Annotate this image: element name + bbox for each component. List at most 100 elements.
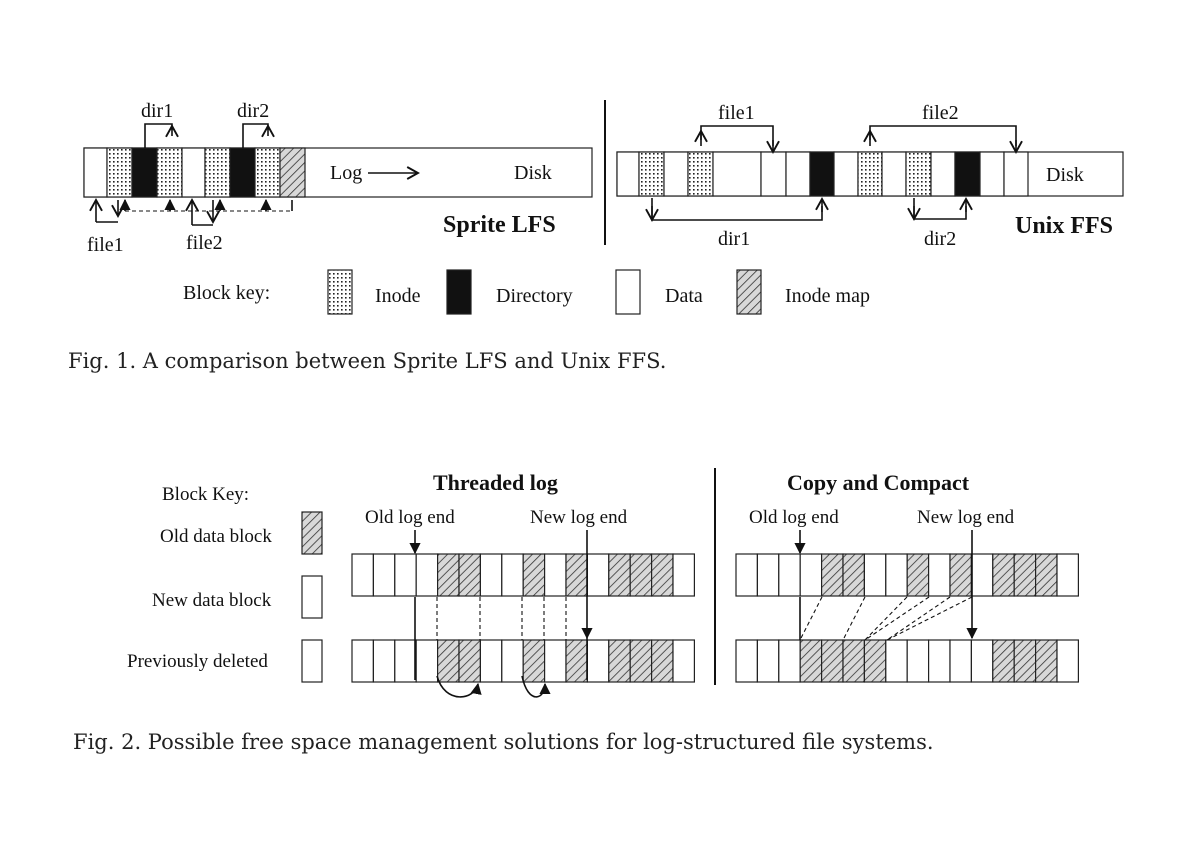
data-block <box>415 553 439 597</box>
key-inode-map-swatch <box>736 269 762 315</box>
old-data-block <box>1034 639 1058 683</box>
data-block <box>672 639 695 683</box>
ffs-data-block <box>979 151 1005 197</box>
ffs-file2-label: file2 <box>922 102 959 124</box>
lfs-dir2-label: dir2 <box>237 100 269 122</box>
lfs-dir1-label: dir1 <box>141 100 173 122</box>
key-data-label: Data <box>665 285 703 307</box>
ffs-file2-pointer <box>869 125 1017 146</box>
copy-compact-diagram: Copy and Compact Old log end New log end <box>735 470 1079 683</box>
ffs-inode-block <box>638 151 665 197</box>
key-inode-swatch <box>327 269 353 315</box>
key-directory-swatch <box>446 269 472 315</box>
data-block <box>970 553 994 597</box>
data-block <box>415 639 439 683</box>
old-data-block <box>437 639 460 683</box>
key-prev-deleted-label: Previously deleted <box>127 651 268 672</box>
threaded-dashed-links <box>436 597 567 640</box>
old-data-block <box>565 639 588 683</box>
old-data-block <box>629 553 653 597</box>
data-block <box>543 639 567 683</box>
copy-after-row <box>735 639 1079 683</box>
fig2-caption: Fig. 2. Possible free space management s… <box>73 730 934 754</box>
key-old-data-swatch <box>301 511 323 555</box>
old-data-block <box>650 553 674 597</box>
key-inode-label: Inode <box>375 285 421 307</box>
data-block <box>394 639 417 683</box>
unix-ffs-diagram: Disk file1 file2 dir1 dir2 Unix FFS <box>616 102 1124 250</box>
old-data-block <box>458 639 481 683</box>
lfs-inode-map-block <box>279 147 306 198</box>
data-block <box>949 639 972 683</box>
lfs-inode-block <box>254 147 281 198</box>
ffs-title: Unix FFS <box>1015 213 1113 239</box>
data-block <box>586 553 610 597</box>
old-data-block <box>992 639 1015 683</box>
lfs-directory-block <box>229 147 256 198</box>
data-block <box>756 639 780 683</box>
old-data-block <box>458 553 481 597</box>
key-data-swatch <box>615 269 641 315</box>
data-block <box>927 553 951 597</box>
key-new-data-label: New data block <box>152 590 272 611</box>
ffs-file1-label: file1 <box>718 102 755 124</box>
data-block <box>970 639 994 683</box>
data-block <box>778 553 801 597</box>
old-data-block <box>820 639 844 683</box>
ffs-dir2-label: dir2 <box>924 228 956 250</box>
fig2-key-label: Block Key: <box>162 484 249 505</box>
threaded-log-diagram: Threaded log Old log end New log end <box>351 470 695 698</box>
data-block <box>778 639 801 683</box>
data-block <box>885 553 908 597</box>
copy-dashed-links <box>799 596 973 641</box>
threaded-thread-link-2 <box>521 675 551 698</box>
old-data-block <box>949 553 972 597</box>
copy-old-end-label: Old log end <box>749 507 839 528</box>
ffs-directory-block <box>954 151 981 197</box>
data-block <box>885 639 908 683</box>
ffs-data-block <box>930 151 956 197</box>
ffs-disk-label: Disk <box>1046 164 1084 186</box>
data-block <box>479 553 503 597</box>
ffs-dir1-label: dir1 <box>718 228 750 250</box>
data-block <box>501 639 524 683</box>
data-block <box>756 553 780 597</box>
ffs-data-block <box>833 151 859 197</box>
old-data-block <box>1013 553 1037 597</box>
old-data-block <box>522 639 546 683</box>
ffs-data-block <box>785 151 811 197</box>
lfs-data-block <box>83 147 108 198</box>
data-block <box>586 639 610 683</box>
data-block <box>735 639 758 683</box>
old-data-block <box>1013 639 1037 683</box>
old-data-block <box>608 639 631 683</box>
lfs-inode-block <box>156 147 183 198</box>
threaded-old-end-label: Old log end <box>365 507 455 528</box>
fig1-block-key: Block key: Inode Directory Data Inode ma… <box>183 269 870 315</box>
lfs-file2-label: file2 <box>186 232 223 254</box>
threaded-thread-link-1 <box>436 675 482 698</box>
lfs-inode-block <box>106 147 133 198</box>
ffs-data-block <box>663 151 689 197</box>
key-inode-map-label: Inode map <box>785 285 870 307</box>
lfs-data-block <box>181 147 206 198</box>
fig2-block-key: Block Key: Old data block New data block… <box>127 484 323 683</box>
old-data-block <box>522 553 546 597</box>
old-data-block <box>565 553 588 597</box>
ffs-data-block <box>712 151 762 197</box>
data-block <box>1056 553 1079 597</box>
data-block <box>735 553 758 597</box>
old-data-block <box>992 553 1015 597</box>
threaded-new-end-label: New log end <box>530 507 628 528</box>
threaded-before-row <box>351 553 695 597</box>
data-block <box>372 553 396 597</box>
old-data-block <box>842 639 865 683</box>
lfs-log-label: Log <box>330 162 362 184</box>
key-old-data-label: Old data block <box>160 526 272 547</box>
old-data-block <box>650 639 674 683</box>
old-data-block <box>863 639 887 683</box>
lfs-disk-label: Disk <box>514 162 552 184</box>
copy-before-row <box>735 553 1079 597</box>
sprite-lfs-diagram: Log Disk dir1 dir2 file1 file2 Sprite LF… <box>83 100 593 256</box>
